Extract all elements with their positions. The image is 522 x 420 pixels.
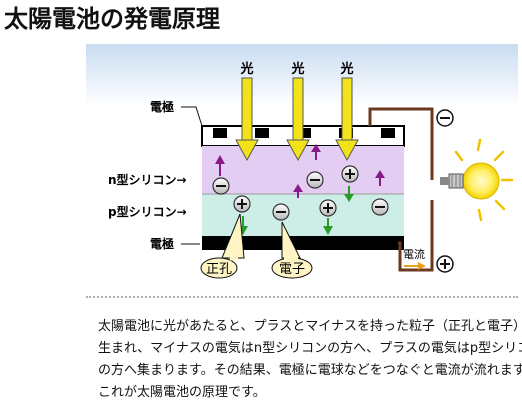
- p-type-layer: [202, 194, 404, 236]
- positive-terminal-icon: [436, 255, 454, 273]
- page-title: 太陽電池の発電原理: [4, 5, 220, 33]
- arrow-up-icon: [311, 144, 321, 160]
- hole-callout: 正孔: [200, 213, 245, 279]
- plus-charge-icon: [341, 165, 359, 183]
- solar-cell-diagram: 光 光 光 正孔 電子: [86, 44, 518, 279]
- circuit-wire: [368, 107, 434, 272]
- hole-label: 正孔: [206, 262, 232, 277]
- dotted-divider: [86, 296, 518, 298]
- light-label: 光: [290, 61, 304, 77]
- minus-charge-icon: [371, 198, 389, 216]
- caption-line: の方へ集まります。その結果、電極に電球などをつなぐと電流が流れます。: [98, 363, 522, 378]
- negative-terminal-icon: [436, 109, 454, 127]
- light-arrow-icon: [286, 77, 310, 162]
- plus-charge-icon: [319, 199, 337, 217]
- explanation-text: 太陽電池に光があたると、プラスとマイナスを持った粒子（正孔と電子）が 生まれ、マ…: [98, 316, 522, 404]
- charges: [212, 165, 389, 221]
- arrow-down-icon: [323, 218, 333, 235]
- plus-charge-icon: [233, 195, 251, 213]
- purple-arrows: [215, 144, 385, 198]
- green-arrows: [238, 186, 354, 235]
- light-arrow-icon: [235, 77, 259, 162]
- bottom-electrode: [202, 236, 404, 250]
- caption-line: 生まれ、マイナスの電気はn型シリコンの方へ、プラスの電気はp型シリコン: [98, 341, 522, 356]
- arrow-down-icon: [344, 186, 354, 202]
- current-arrow-icon: [404, 262, 426, 270]
- minus-charge-icon: [212, 177, 230, 195]
- arrow-up-icon: [293, 184, 303, 198]
- caption-line: 太陽電池に光があたると、プラスとマイナスを持った粒子（正孔と電子）が: [98, 319, 522, 334]
- n-type-label: n型シリコン→: [108, 172, 187, 187]
- caption-line: これが太陽電池の原理です。: [98, 385, 266, 400]
- light-arrow-icon: [335, 77, 359, 162]
- light-label: 光: [239, 61, 253, 77]
- light-arrows: [235, 77, 359, 162]
- light-bulb-icon: [440, 138, 514, 222]
- electron-label: 電子: [279, 262, 305, 277]
- arrow-up-icon: [215, 155, 225, 176]
- minus-charge-icon: [306, 171, 324, 189]
- electron-callout: 電子: [271, 221, 313, 279]
- minus-charge-icon: [272, 203, 290, 221]
- top-electrode-label: 電極: [150, 99, 174, 114]
- n-type-layer: [202, 146, 404, 194]
- arrow-up-icon: [375, 170, 385, 186]
- bottom-electrode-label: 電極: [150, 236, 174, 251]
- p-type-label: p型シリコン→: [108, 204, 187, 219]
- light-label: 光: [339, 61, 353, 77]
- current-label: 電流: [403, 247, 425, 261]
